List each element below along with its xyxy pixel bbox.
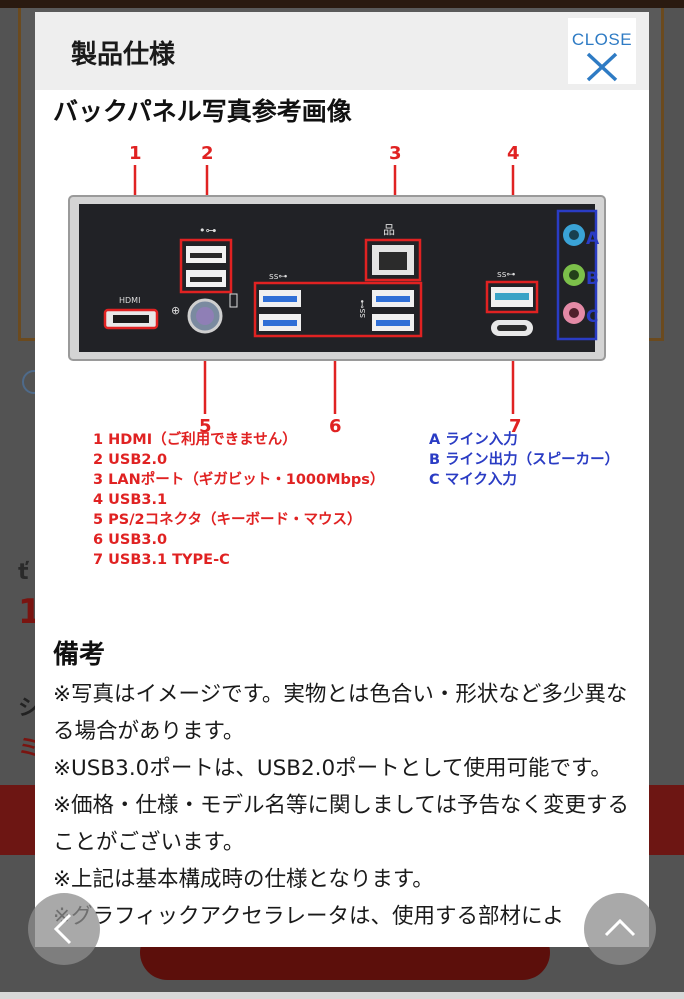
chevron-up-icon [604,918,636,937]
audio-group [556,209,598,341]
callout-1: 1 [129,143,142,164]
note-line: ※価格・仕様・モデル名等に関しましては予告なく変更することがございます。 [53,793,629,855]
callout-6: 6 [329,416,342,437]
background-text: ミ [18,736,41,761]
background-old-price: ť [18,560,29,585]
callout-3: 3 [389,143,402,164]
legend-item: 7 USB3.1 TYPE-C [93,552,230,568]
notes-title: 備考 [53,640,106,670]
back-button[interactable] [28,893,100,965]
legend-item: C マイク入力 [429,472,517,488]
legend-item: 6 USB3.0 [93,532,168,548]
usb31-port-box [485,280,539,314]
svg-text:ss⊶: ss⊶ [269,272,287,282]
svg-text:ss⊶: ss⊶ [497,270,515,280]
svg-text:⊕: ⊕ [171,304,180,317]
close-label: CLOSE [571,30,633,49]
audio-label-c: C [586,307,598,327]
chevron-left-icon [53,913,72,945]
lan-port-box [364,238,422,282]
audio-label-b: B [586,269,599,289]
legend-item: A ライン入力 [429,432,518,448]
background-text: シ [18,696,41,721]
close-icon [586,52,618,82]
spec-modal: 製品仕様 CLOSE バックパネル写真参考画像 1 2 3 4 5 6 7 [35,12,649,947]
usb3-group [253,281,423,338]
note-line: ※グラフィックアクセラレータは、使用する部材によ [53,904,565,929]
legend-red-list: 1 HDMI（ご利用できません） 2 USB2.0 3 LANポート（ギガビット… [93,430,384,570]
audio-label-a: A [586,229,600,249]
backpanel-section-title: バックパネル写真参考画像 [53,97,352,126]
legend-item: 2 USB2.0 [93,452,168,468]
hdmi-label: HDMI [119,296,140,305]
callout-2: 2 [201,143,214,164]
callout-7: 7 [509,416,522,437]
note-line: ※上記は基本構成時の仕様となります。 [53,867,434,892]
legend-item: 1 HDMI（ご利用できません） [93,432,297,448]
legend-item: B ライン出力（スピーカー） [429,452,620,468]
backpanel-diagram: 1 2 3 4 5 6 7 HDMI •⊶ [68,143,606,437]
callout-5: 5 [199,416,212,437]
note-line: ※写真はイメージです。実物とは色合い・形状など多少異なる場合があります。 [53,682,628,744]
modal-header: 製品仕様 CLOSE [35,12,649,90]
legend-blue-list: A ライン入力 B ライン出力（スピーカー） C マイク入力 [429,430,619,490]
note-line: ※USB3.0ポートは、USB2.0ポートとして使用可能です。 [53,756,612,781]
background-top-bar [0,0,684,8]
usb2-group [179,238,233,294]
callout-4: 4 [507,143,520,164]
legend-item: 4 USB3.1 [93,492,168,508]
notes-body: ※写真はイメージです。実物とは色合い・形状など多少異なる場合があります。 ※US… [53,676,638,935]
legend-item: 3 LANポート（ギガビット・1000Mbps） [93,472,385,488]
svg-text:•⊶: •⊶ [199,224,217,237]
background-bottom-strip [0,992,684,999]
svg-text:ss⊶: ss⊶ [358,300,368,318]
svg-text:品: 品 [383,223,395,237]
modal-title: 製品仕様 [71,40,176,70]
close-button[interactable]: CLOSE [568,18,636,84]
legend-item: 5 PS/2コネクタ（キーボード・マウス） [93,512,362,528]
scroll-top-button[interactable] [584,893,656,965]
